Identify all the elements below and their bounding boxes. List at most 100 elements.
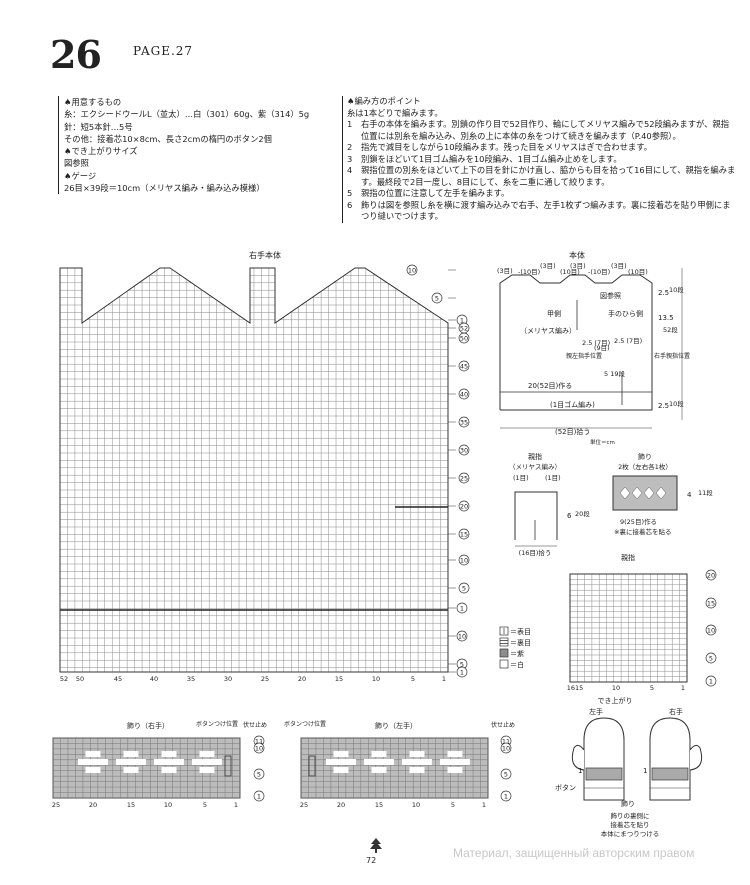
- motif-cell: [116, 759, 124, 765]
- column-label: 30: [224, 675, 232, 683]
- bind-off-label: 伏せ止め: [491, 721, 515, 729]
- motif-cell: [214, 759, 222, 765]
- dim-label: 4: [687, 491, 692, 499]
- motif-cell: [416, 759, 425, 765]
- row-marker: [458, 416, 470, 428]
- motif-cell: [138, 759, 146, 765]
- motif-cell: [454, 767, 463, 773]
- motif-cell: [123, 767, 131, 773]
- column-label: 1: [482, 801, 486, 809]
- finish-note: 接着芯を貼り: [611, 820, 650, 829]
- legend: ＝表目＝裏目＝紫＝白: [499, 626, 531, 669]
- legend-label: ＝表目: [510, 627, 531, 636]
- motif-cell: [130, 759, 139, 765]
- motif-cell: [454, 751, 463, 757]
- row-marker-label: 10: [458, 633, 466, 641]
- step-number: 6: [347, 199, 353, 210]
- page-number: 26: [50, 32, 102, 77]
- row-marker: [458, 582, 470, 594]
- row-marker-label: 1: [257, 793, 261, 801]
- diamond-motif: [643, 486, 655, 500]
- motif-cell: [386, 759, 394, 765]
- column-label: 10: [164, 801, 172, 809]
- motif-cell: [161, 759, 169, 765]
- materials-heading: ♠用意するもの: [64, 97, 122, 107]
- motif-cell: [378, 767, 387, 773]
- column-label: 25: [300, 801, 308, 809]
- motif-cell: [85, 767, 93, 773]
- diamond-motif: [619, 486, 631, 500]
- dim-label: 10段: [669, 399, 684, 408]
- row-marker: [253, 742, 265, 754]
- see-figure-label: 図参照: [600, 291, 621, 300]
- column-label: 5: [203, 801, 207, 809]
- column-label: 1: [442, 675, 446, 683]
- row-marker: [406, 264, 418, 276]
- step-text: 右手の本体を編みます。別鎖の作り目で52目作り、輪にしてメリヤス編みで52段編み…: [361, 119, 730, 141]
- row-marker-label: 20: [460, 503, 468, 511]
- dim-label: 9(25目)作る: [620, 517, 657, 526]
- legend-swatch: [499, 659, 509, 669]
- ornament-count: 2枚（左右各1枚）: [618, 462, 672, 471]
- row-marker: [456, 630, 468, 642]
- row-marker-label: 1: [504, 793, 508, 801]
- column-label: 20: [298, 675, 306, 683]
- motif-cell: [371, 759, 379, 765]
- row-marker: [456, 602, 468, 614]
- motif-cell: [409, 767, 417, 773]
- row-marker-label: 20: [707, 572, 715, 580]
- column-label: 5: [451, 801, 455, 809]
- main-chart-grid: [60, 268, 448, 672]
- step-text: 飾りは図を参照し糸を横に渡す編み込みで右手、左手1枚ずつ編みます。裏に接着芯を貼…: [361, 199, 731, 222]
- materials-needles: 針：短5本針…5号: [64, 121, 133, 132]
- row-marker-label: 5: [257, 771, 261, 779]
- dim-label: (9目): [594, 344, 610, 352]
- back-side-label: 甲側: [547, 309, 561, 318]
- row-marker-label: 1: [460, 669, 464, 677]
- dim-label: (10目): [628, 268, 648, 276]
- button-position-marker: [308, 755, 316, 777]
- dim-label: (1目): [545, 474, 561, 482]
- mitten: [649, 717, 703, 801]
- main-chart-outline: [59, 267, 449, 673]
- motif-cell: [454, 759, 463, 765]
- motif-cell: [416, 767, 425, 773]
- row-marker: [458, 360, 470, 372]
- button-label: ボタン: [555, 783, 576, 792]
- motif-cell: [130, 767, 139, 773]
- column-label: 15: [335, 675, 343, 683]
- row-marker: [458, 472, 470, 484]
- motif-cell: [364, 759, 372, 765]
- motif-cell: [333, 751, 341, 757]
- motif-cell: [409, 759, 417, 765]
- rib-label: (1目ゴム編み): [550, 400, 595, 409]
- motif-cell: [199, 751, 207, 757]
- mitten-ornament: [651, 767, 689, 781]
- button-position-label: ボタンつけ位置: [196, 720, 238, 728]
- main-chart-title: 右手本体: [249, 250, 281, 260]
- motif-cell: [199, 759, 207, 765]
- row-marker-label: 35: [460, 419, 468, 427]
- dim-label: 6: [567, 512, 572, 520]
- step-number: 2: [347, 142, 353, 152]
- dim-label: 20段: [575, 509, 590, 518]
- motif-cell: [348, 759, 356, 765]
- motif-cell: [416, 751, 425, 757]
- bottom-page-number: 72: [366, 856, 377, 865]
- step-number: 3: [347, 153, 353, 164]
- column-label: 40: [150, 675, 158, 683]
- body-outline: [499, 274, 653, 411]
- motif-cell: [130, 751, 139, 757]
- thumb-outline: [514, 491, 558, 540]
- dim-label: 2.5: [658, 402, 669, 410]
- dim-label: (3目): [540, 262, 556, 270]
- materials-yarn: 糸：エクシードウールL（並太）…白（301）60g、紫（314）5g: [64, 109, 310, 120]
- ornament-note: ※裏に接着芯を貼る: [614, 527, 671, 536]
- thumb-stitch-label: （メリヤス編み）: [509, 462, 561, 471]
- marker-one: 1: [578, 767, 582, 775]
- row-marker: [705, 675, 717, 687]
- dim-label: 11段: [698, 488, 713, 497]
